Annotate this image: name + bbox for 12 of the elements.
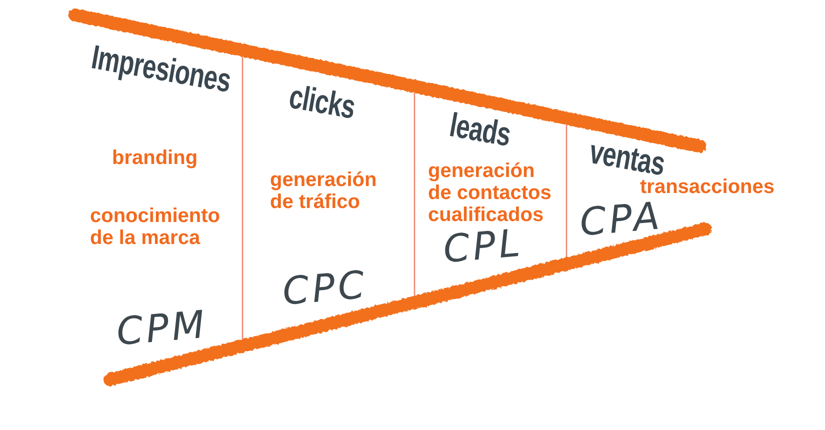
metric-label: CPL — [442, 224, 524, 268]
stage-description: generación de tráfico — [270, 169, 378, 213]
stage-title: leads — [447, 109, 513, 153]
metric-label: CPM — [114, 305, 210, 351]
stage-title: Impresiones — [88, 41, 234, 99]
stage-description: generación de contactos cualificados — [428, 160, 552, 226]
stage-description: transacciones — [640, 176, 775, 198]
stage-description: branding — [112, 147, 198, 169]
metric-label: CPA — [578, 196, 664, 242]
stage-title: clicks — [286, 80, 358, 126]
metric-label: CPC — [281, 265, 369, 311]
stage-description: conocimiento de la marca — [90, 205, 222, 249]
